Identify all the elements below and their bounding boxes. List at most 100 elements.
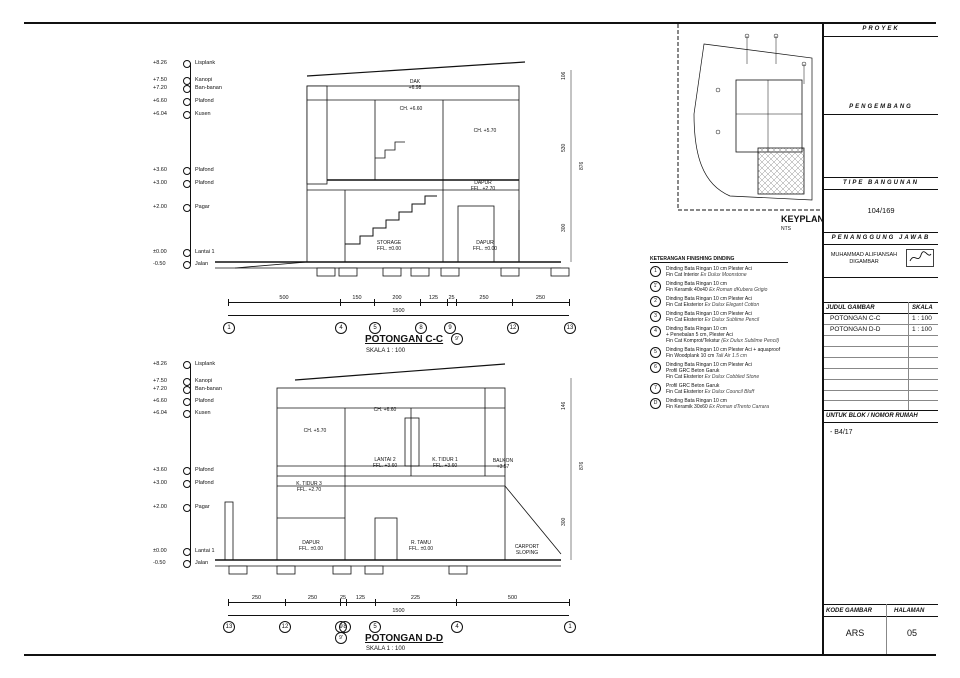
level-name: Plafond — [195, 180, 214, 186]
grid-bubble-icon: 1 — [564, 621, 576, 633]
room-label: BALKON — [493, 458, 514, 464]
judul-row-2: POTONGAN D-D — [830, 326, 881, 333]
level-value: +8.26 — [153, 60, 167, 66]
skala-row-1: 1 : 100 — [912, 315, 932, 322]
legend-line: Dinding Bata Ringan 10 cm — [666, 281, 727, 287]
dim-tick — [340, 599, 341, 606]
level-value: ±0.00 — [153, 548, 167, 554]
room-level: FFL. +3.60 — [373, 463, 398, 469]
level-marker-icon — [183, 261, 191, 269]
svg-text:530: 530 — [561, 143, 567, 152]
level-value: +6.60 — [153, 98, 167, 104]
grid-bubble-icon: 13 — [564, 322, 576, 334]
level-value: -0.50 — [153, 560, 166, 566]
legend-item: 5 Dinding Bata Ringan 10 cm Plester Aci +… — [650, 347, 820, 359]
room-level: FFL. +2.70 — [471, 186, 496, 192]
tipe-bangunan-value: 104/169 — [867, 206, 895, 215]
legend-symbol-icon: 1 — [650, 266, 661, 277]
legend-note: Ex Dulux Elegant Cotton — [703, 302, 760, 308]
kode-gambar-label: KODE GAMBAR — [826, 608, 872, 614]
level-name: Plafond — [195, 467, 214, 473]
level-value: +7.20 — [153, 386, 167, 392]
level-name: Lisplank — [195, 361, 216, 367]
room-label: DAPUR — [476, 240, 494, 246]
level-value: +2.00 — [153, 204, 167, 210]
frame-bottom-line — [24, 654, 936, 656]
grid-bubble-icon: 1 — [223, 322, 235, 334]
level-value: +6.04 — [153, 410, 167, 416]
level-value: -0.50 — [153, 261, 166, 267]
level-name: Lantai 1 — [195, 548, 215, 554]
dim-value: 250 — [307, 595, 318, 601]
room-label: DAPUR — [302, 540, 320, 546]
level-name: Pagar — [195, 204, 210, 210]
person-role: DIGAMBAR — [849, 259, 879, 265]
section-cc-scale: SKALA 1 : 100 — [366, 348, 406, 354]
room-label: CH. +6.60 — [374, 407, 397, 413]
legend-note: (Ex Dulux Sublime Pencil) — [719, 338, 780, 344]
level-value: +7.50 — [153, 378, 167, 384]
level-value: +3.60 — [153, 467, 167, 473]
room-label: R. TAMU — [411, 540, 431, 546]
dim-value: 225 — [410, 595, 421, 601]
level-value: +7.20 — [153, 85, 167, 91]
legend-line: Dinding Bata Ringan 10 cm — [666, 398, 727, 404]
legend-title: KETERANGAN FINISHING DINDING — [650, 256, 788, 263]
dim-tick — [228, 299, 229, 306]
level-value: +8.26 — [153, 361, 167, 367]
dim-tick — [375, 599, 376, 606]
legend-symbol-icon: 5 — [650, 347, 661, 358]
legend-line: Fin Cat Komprot/Tekstur (Ex Dulux Sublim… — [666, 338, 780, 344]
legend-symbol-icon: D — [650, 398, 661, 409]
svg-text:300: 300 — [561, 517, 567, 526]
legend-line: Dinding Bata Ringan 10 cm Plester Aci + … — [666, 347, 781, 353]
dim-tick — [569, 599, 570, 606]
legend-note: Ex Dulux Cobbled Stone — [703, 374, 760, 380]
legend-note: Ex Dulux Council Bluff — [703, 389, 755, 395]
room-level: +6.98 — [409, 85, 422, 91]
legend-symbol-icon: 6 — [650, 362, 661, 373]
room-label: CH. +5.70 — [474, 128, 497, 134]
blok-value: - B4/17 — [830, 429, 853, 436]
title-block: PROYEK PENGEMBANG TIPE BANGUNAN 104/169 … — [822, 22, 938, 656]
legend-note: Tali Air 1.5 cm — [714, 353, 747, 359]
level-name: Plafond — [195, 398, 214, 404]
halaman-value: 05 — [906, 628, 917, 638]
legend-line: Dinding Bata Ringan 10 cm Plester Aci — [666, 362, 752, 368]
grid-bubble-icon: 4 — [335, 322, 347, 334]
room-level: FFL. ±0.00 — [473, 246, 497, 252]
dim-line-dd — [228, 602, 569, 603]
room-level: +3.57 — [497, 464, 510, 470]
room-level: FFL. +3.60 — [433, 463, 458, 469]
grid-bubble-sub-icon: 9' — [335, 632, 347, 644]
legend-symbol-icon: 1' — [650, 281, 661, 292]
dim-total-line — [228, 615, 569, 616]
penanggung-jawab-label: PENANGGUNG JAWAB — [831, 235, 931, 241]
legend-line: Profil GRC Beton Garuk — [666, 383, 720, 389]
legend-note: Ex Roman dTrento Carrara — [707, 404, 770, 410]
legend-line: Dinding Bata Ringan 10 cm Plester Aci — [666, 311, 752, 317]
dim-tick — [420, 299, 421, 306]
svg-text:106: 106 — [561, 71, 567, 80]
level-name: Kusen — [195, 410, 211, 416]
level-value: +3.00 — [153, 480, 167, 486]
dim-tick — [447, 299, 448, 306]
legend-symbol-icon: 7 — [650, 383, 661, 394]
legend-line: Fin Woodplank 10 cm Tali Air 1.5 cm — [666, 353, 747, 359]
legend-note: Ex Dulux Moonstone — [699, 272, 747, 278]
dim-tick — [228, 599, 229, 606]
grid-bubble-icon: 5 — [369, 621, 381, 633]
level-name: Kanopi — [195, 378, 213, 384]
room-label: CARPORT — [515, 544, 539, 550]
grid-bubble-icon: 8 — [339, 621, 351, 633]
room-label: K. TIDUR 1 — [432, 457, 458, 463]
legend-line: Profil GRC Beton Garuk — [666, 368, 720, 374]
room-level: FFL. ±0.00 — [377, 246, 401, 252]
room-level: FFL. +2.70 — [297, 487, 322, 493]
pengembang-label: PENGEMBANG — [849, 104, 913, 110]
room-label: CH. +5.70 — [304, 428, 327, 434]
